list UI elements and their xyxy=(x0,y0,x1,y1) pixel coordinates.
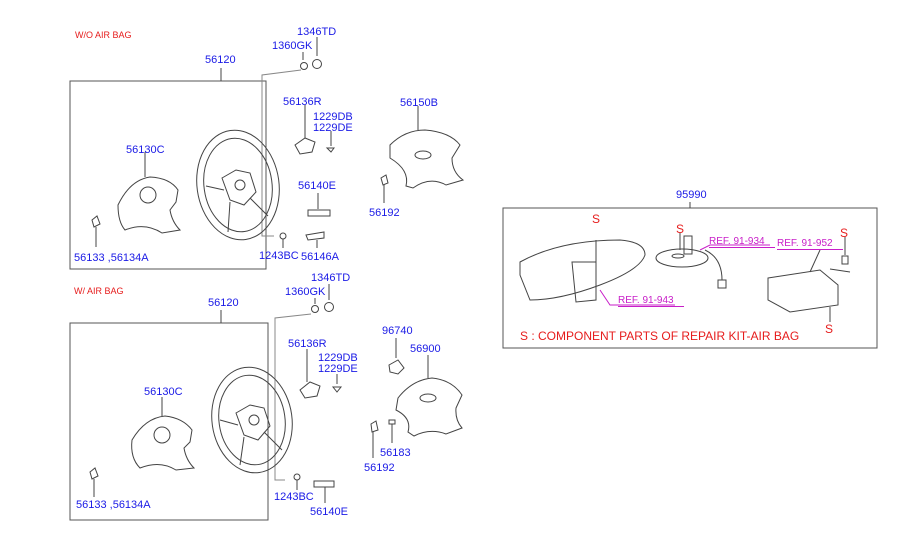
part-label-56146a[interactable]: 56146A xyxy=(301,251,339,263)
airbag-module-56900 xyxy=(395,377,463,437)
part-label-56136r-top[interactable]: 56136R xyxy=(283,96,322,108)
part-label-56130c-bottom[interactable]: 56130C xyxy=(144,386,183,398)
part-label-96740[interactable]: 96740 xyxy=(382,325,413,337)
part-label-1229de-top[interactable]: 1229DE xyxy=(313,122,353,134)
repair-kit-marker-dashboard: S xyxy=(592,212,601,226)
part-label-56183[interactable]: 56183 xyxy=(380,447,411,459)
cover-56150b xyxy=(389,129,465,189)
part-label-56136r-bottom[interactable]: 56136R xyxy=(288,338,327,350)
part-label-1360gk-top[interactable]: 1360GK xyxy=(272,40,313,52)
steering-wheel-top xyxy=(196,129,280,241)
ref-link-91-952[interactable]: REF. 91-952 xyxy=(777,238,843,250)
steering-wheel-bottom xyxy=(211,366,293,474)
section-title-without-airbag: W/O AIR BAG xyxy=(75,30,132,40)
part-label-56192-top[interactable]: 56192 xyxy=(369,207,400,219)
part-label-1360gk-bottom[interactable]: 1360GK xyxy=(285,286,326,298)
ref-link-91-934[interactable]: REF. 91-934 xyxy=(709,236,775,248)
part-label-56130c-top[interactable]: 56130C xyxy=(126,144,165,156)
part-label-1243bc-top[interactable]: 1243BC xyxy=(259,250,299,262)
horn-96740 xyxy=(388,359,405,375)
section-title-with-airbag: W/ AIR BAG xyxy=(74,286,124,296)
part-label-1346td-top[interactable]: 1346TD xyxy=(297,26,337,38)
frame-without-airbag xyxy=(69,80,267,270)
airbag-control-module xyxy=(767,269,839,313)
part-label-1229db-top[interactable]: 1229DB xyxy=(313,111,353,123)
part-label-56900[interactable]: 56900 xyxy=(410,343,441,355)
repair-kit-marker-clock-spring: S xyxy=(676,222,685,236)
frame-repair-kit xyxy=(502,207,878,349)
part-label-1346td-bottom[interactable]: 1346TD xyxy=(311,272,351,284)
washer-top xyxy=(300,62,308,70)
part-label-1243bc-bottom[interactable]: 1243BC xyxy=(274,491,314,503)
repair-kit-marker-module: S xyxy=(825,322,834,336)
part-label-56133-top[interactable]: 56133 ,56134A xyxy=(74,252,149,264)
part-label-56140e-top[interactable]: 56140E xyxy=(298,180,336,192)
emblem-top xyxy=(91,215,101,228)
part-label-56140e-bottom[interactable]: 56140E xyxy=(310,506,348,518)
part-label-56150b[interactable]: 56150B xyxy=(400,97,438,109)
ref-link-91-943[interactable]: REF. 91-943 xyxy=(618,295,684,307)
part-label-1229db-bottom[interactable]: 1229DB xyxy=(318,352,358,364)
part-label-56192-bottom[interactable]: 56192 xyxy=(364,462,395,474)
part-label-56133-bottom[interactable]: 56133 ,56134A xyxy=(76,499,151,511)
repair-kit-marker-bolt: S xyxy=(840,226,849,240)
part-label-1229de-bottom[interactable]: 1229DE xyxy=(318,363,358,375)
repair-kit-note: S : COMPONENT PARTS OF REPAIR KIT-AIR BA… xyxy=(520,329,800,343)
part-label-95990[interactable]: 95990 xyxy=(676,189,707,201)
dashboard-airbag xyxy=(519,239,646,301)
nut-top xyxy=(312,59,322,69)
clock-spring xyxy=(655,248,709,268)
part-label-56120-bottom[interactable]: 56120 xyxy=(208,297,239,309)
part-label-56120-top[interactable]: 56120 xyxy=(205,54,236,66)
pad-top xyxy=(117,176,182,234)
frame-with-airbag xyxy=(69,322,269,521)
